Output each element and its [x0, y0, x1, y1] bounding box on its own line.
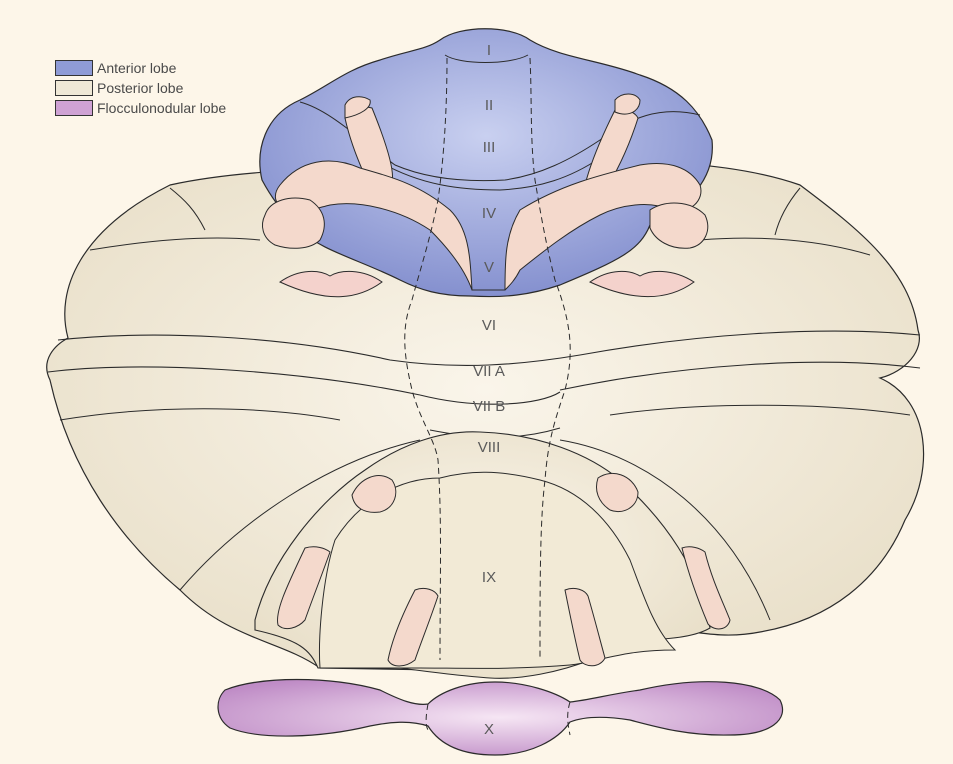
lobule-label-V: V: [484, 259, 494, 276]
flocculonodular-lobe-outline: [218, 680, 783, 756]
lobule-label-VI: VI: [482, 317, 496, 334]
legend-item-flocculonodular: Flocculonodular lobe: [55, 98, 226, 118]
legend-swatch-flocculonodular: [55, 100, 93, 116]
legend-item-posterior: Posterior lobe: [55, 78, 226, 98]
lobule-label-VIII: VIII: [478, 439, 501, 456]
lobule-label-X: X: [484, 721, 494, 738]
legend-label-anterior: Anterior lobe: [97, 59, 176, 77]
lobule-label-VIIB: VII B: [473, 398, 506, 415]
legend: Anterior lobe Posterior lobe Flocculonod…: [55, 58, 226, 118]
lobule-label-VIIA: VII A: [473, 363, 505, 380]
legend-swatch-anterior: [55, 60, 93, 76]
left-hand: [262, 198, 324, 248]
lobule-label-III: III: [483, 139, 496, 156]
legend-swatch-posterior: [55, 80, 93, 96]
legend-item-anterior: Anterior lobe: [55, 58, 226, 78]
lobule-label-I: I: [487, 42, 491, 59]
lobule-label-IV: IV: [482, 205, 496, 222]
legend-label-posterior: Posterior lobe: [97, 79, 183, 97]
legend-label-flocculonodular: Flocculonodular lobe: [97, 99, 226, 117]
lobule-label-IX: IX: [482, 569, 496, 586]
lobule-label-II: II: [485, 97, 493, 114]
